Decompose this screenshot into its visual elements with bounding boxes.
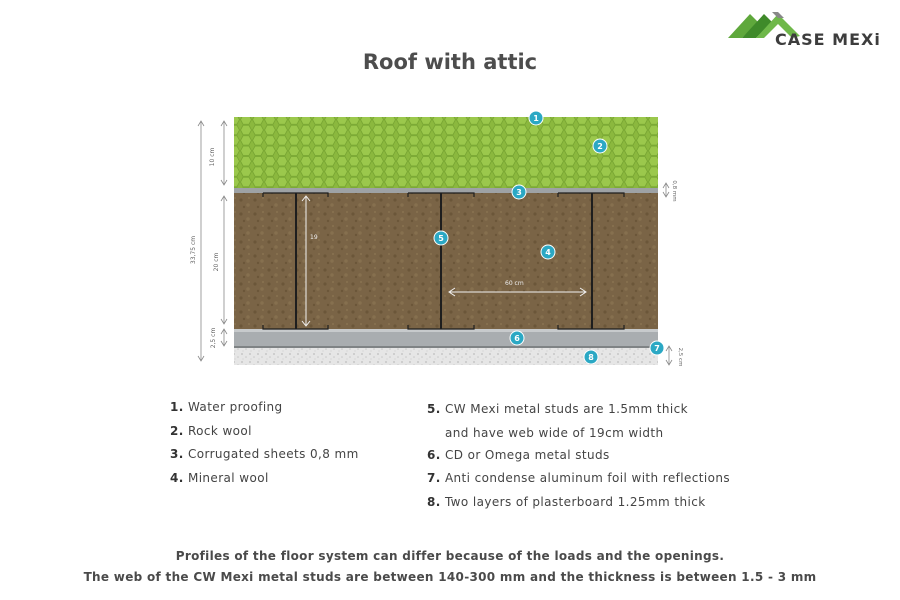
page-title: Roof with attic (362, 50, 538, 74)
legend-item-5: 5. CW Mexi metal studs are 1.5mm thick (427, 402, 688, 416)
legend-item-7: 7. Anti condense aluminum foil with refl… (427, 471, 730, 485)
corrugated-sheet-layer (234, 188, 658, 193)
dim-sheet: 0,8 mm (671, 180, 677, 201)
svg-text:7: 7 (654, 344, 660, 353)
marker-5: 5 (433, 230, 449, 246)
dim-rock-wool: 10 cm (209, 148, 216, 167)
svg-text:1: 1 (533, 114, 539, 123)
legend-item-3: 3. Corrugated sheets 0,8 mm (170, 447, 359, 461)
dim-total: 33,75 cm (190, 236, 197, 264)
legend-item-8: 8. Two layers of plasterboard 1.25mm thi… (427, 495, 706, 509)
svg-text:5: 5 (438, 234, 444, 243)
rock-wool-layer (234, 117, 658, 190)
footer-note-1: Profiles of the floor system can differ … (175, 549, 725, 563)
roof-section-diagram: 19 60 cm 33,75 cm 10 cm 20 cm 2,5 cm 0,8… (190, 110, 683, 367)
marker-7: 7 (649, 340, 665, 356)
brand-name: CASE MEXi (775, 30, 881, 49)
legend-item-4: 4. Mineral wool (170, 471, 269, 485)
stud-web-label: 19 (310, 234, 318, 241)
svg-text:3: 3 (516, 188, 522, 197)
legend-item-2: 2. Rock wool (170, 424, 252, 438)
svg-text:2: 2 (597, 142, 603, 151)
aluminum-foil-layer (234, 346, 658, 348)
marker-3: 3 (511, 184, 527, 200)
legend-item-1: 1. Water proofing (170, 400, 283, 414)
marker-8: 8 (583, 349, 599, 365)
dim-mineral-wool: 20 cm (213, 253, 220, 272)
legend-item-5-cont: and have web wide of 19cm width (445, 426, 664, 440)
marker-6: 6 (509, 330, 525, 346)
svg-text:8: 8 (588, 353, 594, 362)
legend-item-6: 6. CD or Omega metal studs (427, 448, 610, 462)
marker-4: 4 (540, 244, 556, 260)
spacing-label: 60 cm (505, 280, 524, 287)
dim-bottom: 2,5 cm (210, 328, 217, 349)
mineral-wool-layer (234, 193, 658, 329)
footer-note-2: The web of the CW Mexi metal studs are b… (83, 570, 817, 584)
dim-plasterboard: 2,5 cm (677, 348, 683, 367)
omega-profile-layer (234, 329, 658, 347)
brand-logo (728, 12, 800, 38)
marker-2: 2 (592, 138, 608, 154)
metal-studs (262, 192, 625, 330)
marker-1: 1 (528, 110, 544, 126)
plasterboard-layer (234, 348, 658, 365)
svg-text:6: 6 (514, 334, 520, 343)
svg-text:4: 4 (545, 248, 551, 257)
